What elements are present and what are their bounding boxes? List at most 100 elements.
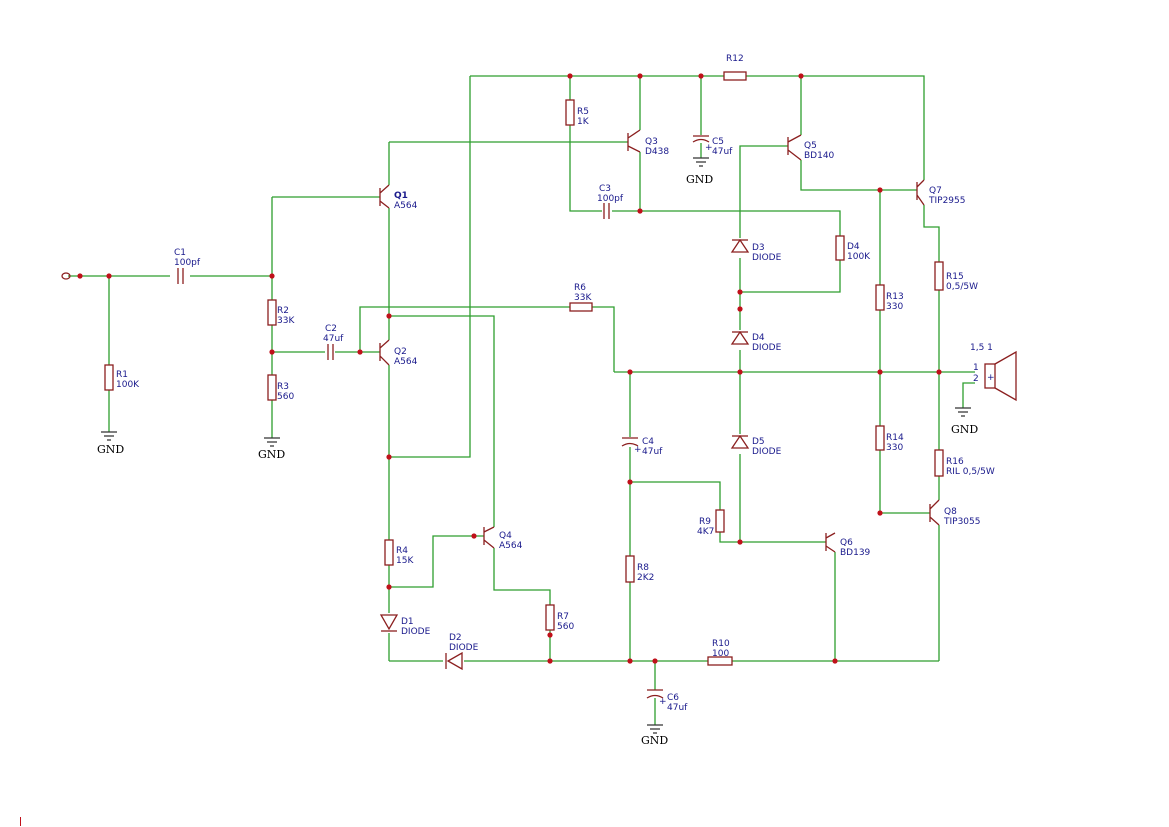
capacitor-c4-symbol: +: [621, 437, 642, 455]
capacitor-c1-symbol: [177, 268, 184, 284]
label-r3-ref: R3: [277, 382, 289, 392]
transistor-q7-symbol: [916, 179, 925, 206]
label-c2-value: 47uf: [323, 334, 344, 344]
label-r4-ref: R4: [396, 546, 408, 556]
label-d2-value: DIODE: [449, 643, 479, 653]
junction-nodes: [77, 73, 942, 664]
label-r9-value: 4K7: [697, 527, 714, 537]
speaker-labels: 1,5 1 1 2: [970, 343, 993, 384]
diode-d1-symbol: [379, 614, 399, 632]
label-r7-value: 560: [557, 622, 574, 632]
corner-marker: [20, 817, 21, 826]
label-c1-ref: C1: [174, 248, 186, 258]
label-d4-ref: D4: [752, 333, 765, 343]
resistor-r3-symbol: [267, 374, 277, 401]
label-r14-ref: R14: [886, 433, 904, 443]
capacitor-c6-symbol: +: [646, 689, 667, 707]
resistor-r7-symbol: [545, 604, 555, 631]
label-c6-value: 47uf: [667, 703, 688, 713]
label-r12-ref: R12: [726, 54, 744, 64]
label-r14-value: 330: [886, 443, 903, 453]
label-r16-ref: R16: [946, 457, 964, 467]
capacitor-c3-symbol: [603, 203, 610, 219]
transistor-q1-symbol: [379, 184, 390, 209]
ground-symbol-5: [647, 724, 663, 734]
resistor-r12-symbol: [723, 71, 747, 81]
ground-labels: GND GND GND GND GND: [97, 173, 978, 747]
label-q8-ref: Q8: [944, 507, 957, 517]
label-r10-ref: R10: [712, 639, 730, 649]
svg-text:+: +: [987, 373, 995, 383]
ground-symbol-3: [693, 157, 709, 167]
resistor-r10-symbol: [707, 656, 733, 666]
capacitor-c5-symbol: +: [692, 135, 713, 153]
speaker-pin-1: 1: [973, 363, 979, 373]
label-r11-ref: D4: [847, 242, 860, 252]
label-r8-value: 2K2: [637, 573, 654, 583]
svg-text:+: +: [705, 143, 713, 153]
label-r4-value: 15K: [396, 556, 414, 566]
label-q2-value: A564: [394, 357, 418, 367]
wires: [68, 75, 975, 725]
label-q1-ref: Q1: [394, 191, 408, 201]
label-d5-ref: D5: [752, 437, 765, 447]
speaker-symbol: +: [984, 350, 1017, 402]
label-c1-value: 100pf: [174, 258, 201, 268]
label-q4-ref: Q4: [499, 531, 512, 541]
label-r6-ref: R6: [574, 283, 586, 293]
transistor-q2-symbol: [379, 339, 390, 366]
label-q3-value: D438: [645, 147, 669, 157]
capacitor-c2-symbol: [327, 344, 334, 360]
label-r1-value: 100K: [116, 380, 140, 390]
label-q8-value: TIP3055: [943, 517, 980, 527]
label-d5-value: DIODE: [752, 447, 782, 457]
label-q6-ref: Q6: [840, 538, 853, 548]
label-q5-ref: Q5: [804, 141, 817, 151]
label-r6-value: 33K: [574, 293, 592, 303]
ground-symbol-2: [264, 437, 280, 447]
svg-text:+: +: [634, 445, 642, 455]
label-q6-value: BD139: [840, 548, 871, 558]
ground-label-4: GND: [951, 423, 978, 436]
label-q5-value: BD140: [804, 151, 835, 161]
label-d1-value: DIODE: [401, 627, 431, 637]
label-q2-ref: Q2: [394, 347, 407, 357]
ground-label-2: GND: [258, 448, 285, 461]
label-r11-value: 100K: [847, 252, 871, 262]
transistor-q4-symbol: [483, 526, 495, 549]
resistor-r13-symbol: [875, 284, 885, 311]
label-r16-value: RIL 0,5/5W: [946, 467, 995, 477]
ground-label-1: GND: [97, 443, 124, 456]
resistor-r6-symbol: [569, 302, 593, 312]
resistor-r16-symbol: [934, 449, 944, 477]
label-c4-value: 47uf: [642, 447, 663, 457]
label-c5-ref: C5: [712, 137, 724, 147]
label-c3-ref: C3: [599, 184, 611, 194]
transistor-q6-symbol: [825, 532, 836, 553]
label-q3-ref: Q3: [645, 137, 658, 147]
label-q4-value: A564: [499, 541, 523, 551]
label-r15-value: 0,5/5W: [946, 282, 978, 292]
label-r5-value: 1K: [577, 117, 590, 127]
diode-d2-symbol: [445, 651, 463, 671]
label-q1-value: A564: [394, 201, 418, 211]
label-r3-value: 560: [277, 392, 294, 402]
transistor-q3-symbol: [627, 129, 641, 153]
ground-symbol-1: [101, 431, 117, 441]
label-c3-value: 100pf: [597, 194, 624, 204]
ground-symbol-4: [955, 407, 971, 417]
transistor-q8-symbol: [929, 499, 940, 526]
diode-d4-symbol: [730, 330, 750, 345]
svg-text:+: +: [659, 697, 667, 707]
label-r15-ref: R15: [946, 272, 964, 282]
input-connector: [61, 272, 71, 280]
label-r5-ref: R5: [577, 107, 589, 117]
speaker-pin-header: 1,5 1: [970, 343, 993, 353]
resistor-r14-symbol: [875, 425, 885, 451]
resistor-r11-symbol: [835, 235, 845, 261]
label-r9-ref: R9: [699, 517, 711, 527]
label-c2-ref: C2: [325, 324, 337, 334]
component-labels: C1 100pf R1 100K R2 33K R3 560 C2 47uf Q…: [116, 54, 995, 713]
resistor-r1-symbol: [104, 364, 114, 391]
label-r2-value: 33K: [277, 316, 295, 326]
